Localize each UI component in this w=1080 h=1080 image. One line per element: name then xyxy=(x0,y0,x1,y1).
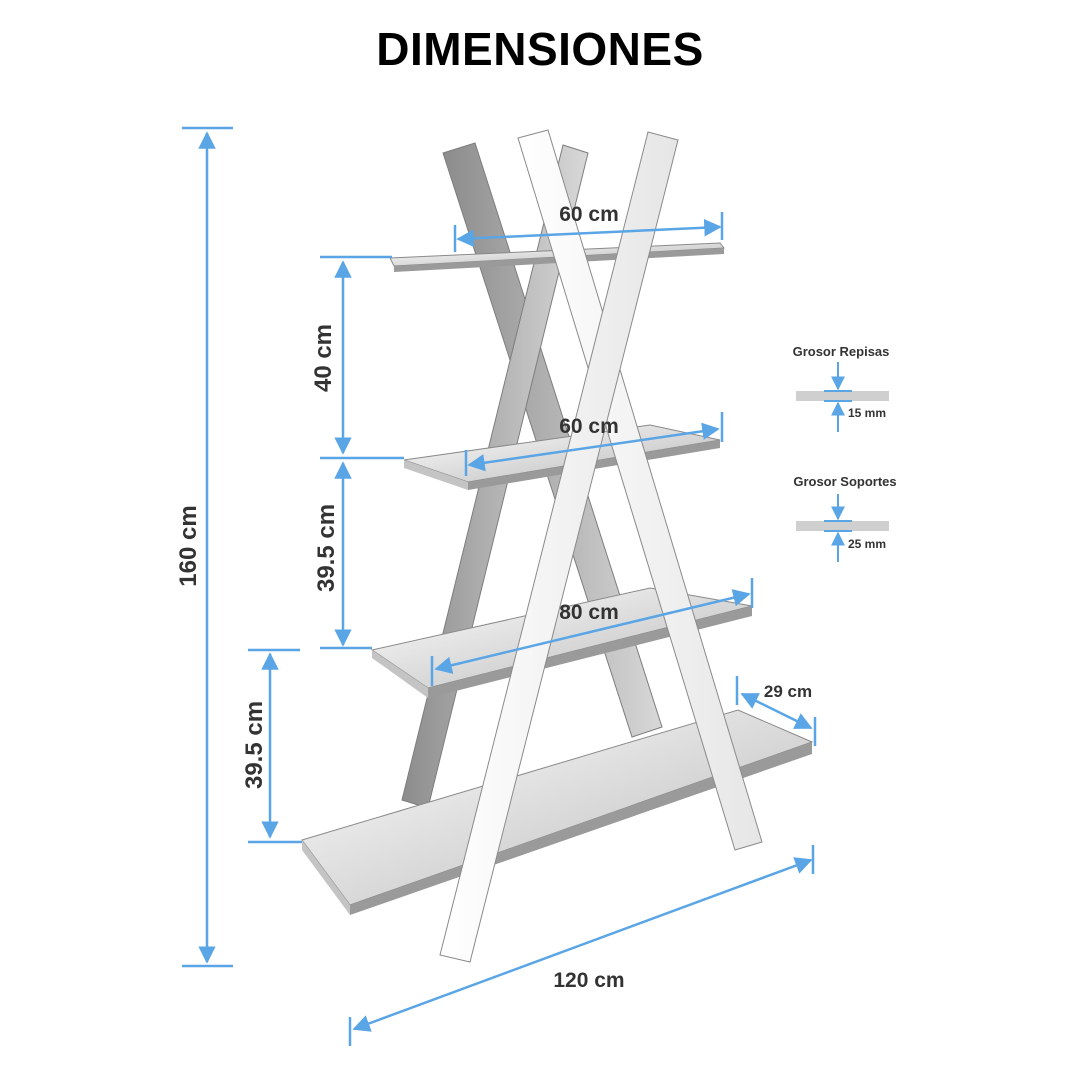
gap-bottom-label: 39.5 cm xyxy=(241,701,268,789)
dimension-lines xyxy=(182,126,817,1046)
thickness-shelves-title: Grosor Repisas xyxy=(793,344,890,359)
thickness-supports-callout: Grosor Soportes 25 mm xyxy=(793,474,897,562)
third-shelf-width-line xyxy=(434,589,751,674)
total-width-line xyxy=(352,857,813,1032)
support-thickness-sample xyxy=(796,521,889,531)
gap-middle-label: 39.5 cm xyxy=(313,504,340,592)
thickness-supports-title: Grosor Soportes xyxy=(793,474,896,489)
shelf-thickness-sample xyxy=(796,391,889,401)
page-title: DIMENSIONES xyxy=(376,23,704,75)
total-width-label: 120 cm xyxy=(553,969,624,992)
second-shelf-width-label: 60 cm xyxy=(559,415,619,438)
gap-top-label: 40 cm xyxy=(310,324,337,392)
thickness-supports-value: 25 mm xyxy=(848,537,886,551)
thickness-shelves-callout: Grosor Repisas 15 mm xyxy=(793,344,890,432)
top-shelf-width-line xyxy=(456,218,722,248)
thickness-shelves-value: 15 mm xyxy=(848,406,886,420)
dimension-labels: 60 cm 60 cm 80 cm 120 cm 29 cm 160 cm 40… xyxy=(175,203,812,992)
third-shelf-width-label: 80 cm xyxy=(559,601,619,624)
second-shelf-width-line xyxy=(467,422,720,472)
top-shelf-width-label: 60 cm xyxy=(559,203,619,226)
total-height-label: 160 cm xyxy=(175,505,202,586)
depth-line xyxy=(740,692,813,730)
depth-label: 29 cm xyxy=(764,682,812,701)
